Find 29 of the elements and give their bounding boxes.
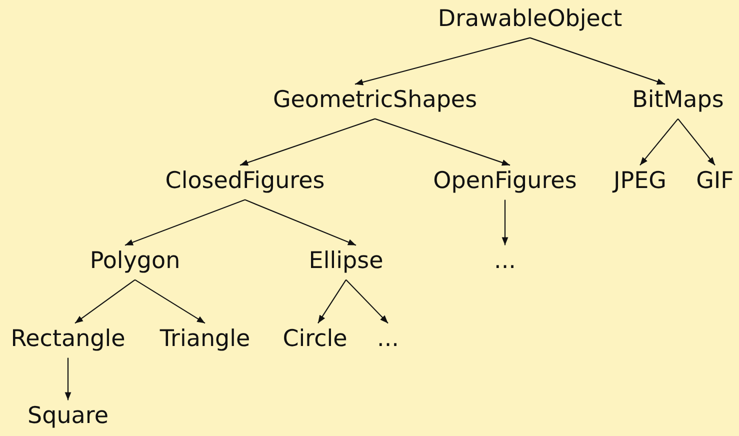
arrow (374, 118, 510, 166)
arrow (640, 118, 678, 166)
node-label: BitMaps (630, 86, 726, 116)
node-label: Square (26, 402, 110, 432)
arrow (318, 280, 346, 324)
node-label: ... (492, 247, 518, 277)
node-label: Triangle (158, 325, 252, 355)
arrow (240, 118, 376, 166)
arrow (124, 199, 246, 246)
node-label: ... (375, 325, 401, 355)
arrow (346, 279, 388, 324)
node-label: Polygon (88, 247, 182, 277)
arrow (530, 37, 666, 85)
arrow (64, 358, 72, 400)
arrow (502, 200, 508, 246)
node-label: GeometricShapes (270, 86, 480, 116)
node-label: DrawableObject (436, 5, 624, 35)
node-label: Ellipse (306, 247, 386, 277)
arrow (244, 199, 356, 246)
arrow (354, 37, 530, 86)
arrow (134, 279, 206, 324)
node-label: Circle (280, 325, 350, 355)
arrow (74, 279, 136, 324)
node-label: OpenFigures (431, 167, 579, 197)
node-label: ClosedFigures (163, 167, 327, 197)
arrow (678, 118, 716, 166)
node-label: GIF (694, 167, 736, 197)
node-label: Rectangle (8, 325, 128, 355)
node-label: JPEG (612, 167, 668, 197)
